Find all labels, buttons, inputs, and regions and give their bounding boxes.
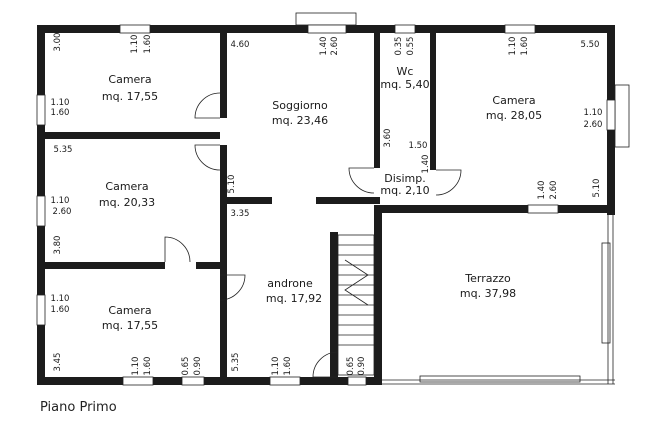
dim-label: 0.65 <box>346 357 356 376</box>
room-labels: Camera mq. 17,55 Soggiorno mq. 23,46 Wc … <box>99 65 542 332</box>
room-area: mq. 23,46 <box>272 114 328 127</box>
dim-label: 1.10 <box>508 37 518 56</box>
dim-label: 0.90 <box>357 357 367 376</box>
room-name: Soggiorno <box>272 99 328 112</box>
dim-label: 2.60 <box>549 181 559 200</box>
dim-label: 1.60 <box>51 108 70 118</box>
dim-label: 5.35 <box>231 353 241 372</box>
dim-label: 1.10 <box>51 98 70 108</box>
dim-label: 1.60 <box>51 305 70 315</box>
dim-label: 1.10 <box>131 357 141 376</box>
dim-label: 0.90 <box>193 357 203 376</box>
dim-label: 5.10 <box>227 175 237 194</box>
room-area: mq. 28,05 <box>486 109 542 122</box>
room-name: Wc <box>397 65 414 78</box>
room-area: mq. 2,10 <box>380 184 429 197</box>
dim-label: 3.45 <box>53 353 63 372</box>
room-area: mq. 17,55 <box>102 319 158 332</box>
room-name: Terrazzo <box>464 272 511 285</box>
room-area: mq. 5,40 <box>380 78 429 91</box>
room-name: Disimp. <box>384 172 426 185</box>
dim-label: 1.10 <box>130 35 140 54</box>
room-area: mq. 20,33 <box>99 196 155 209</box>
room-area: mq. 17,55 <box>102 90 158 103</box>
dim-label: 0.55 <box>406 37 416 56</box>
dim-label: 3.00 <box>53 33 63 52</box>
dim-label: 1.60 <box>283 357 293 376</box>
doors <box>164 92 462 378</box>
room-name: Camera <box>108 73 151 86</box>
interior-walls <box>45 33 436 377</box>
staircase <box>337 234 375 376</box>
dim-label: 1.10 <box>51 294 70 304</box>
dim-label: 1.60 <box>520 37 530 56</box>
dim-label: 1.60 <box>143 35 153 54</box>
terrace-railing <box>382 213 615 385</box>
dim-label: 1.40 <box>319 37 329 56</box>
dim-label: 1.10 <box>51 196 70 206</box>
dim-label: 4.60 <box>231 40 250 50</box>
dim-label: 3.80 <box>53 236 63 255</box>
room-area: mq. 17,92 <box>266 292 322 305</box>
dim-label: 1.40 <box>421 155 431 174</box>
dim-label: 1.10 <box>271 357 281 376</box>
dim-label: 1.60 <box>143 357 153 376</box>
dim-label: 2.60 <box>584 120 603 130</box>
room-name: Camera <box>108 304 151 317</box>
dim-label: 1.40 <box>537 181 547 200</box>
dim-label: 1.50 <box>409 141 428 151</box>
dim-label: 5.35 <box>54 145 73 155</box>
room-name: Camera <box>492 94 535 107</box>
plan-caption: Piano Primo <box>40 400 117 415</box>
dim-label: 0.65 <box>181 357 191 376</box>
room-name: androne <box>267 277 313 290</box>
dim-label: 3.35 <box>231 209 250 219</box>
dim-label: 2.60 <box>330 37 340 56</box>
room-name: Camera <box>105 180 148 193</box>
dim-label: 1.10 <box>584 108 603 118</box>
windows <box>36 24 616 386</box>
dim-label: 2.60 <box>53 207 72 217</box>
room-area: mq. 37,98 <box>460 287 516 300</box>
dim-label: 0.35 <box>394 37 404 56</box>
dim-label: 5.50 <box>581 40 600 50</box>
dim-label: 3.60 <box>383 129 393 148</box>
dim-label: 5.10 <box>592 179 602 198</box>
dimension-labels: 3.00 1.10 1.60 4.60 1.40 2.60 0.35 0.55 … <box>51 33 603 376</box>
